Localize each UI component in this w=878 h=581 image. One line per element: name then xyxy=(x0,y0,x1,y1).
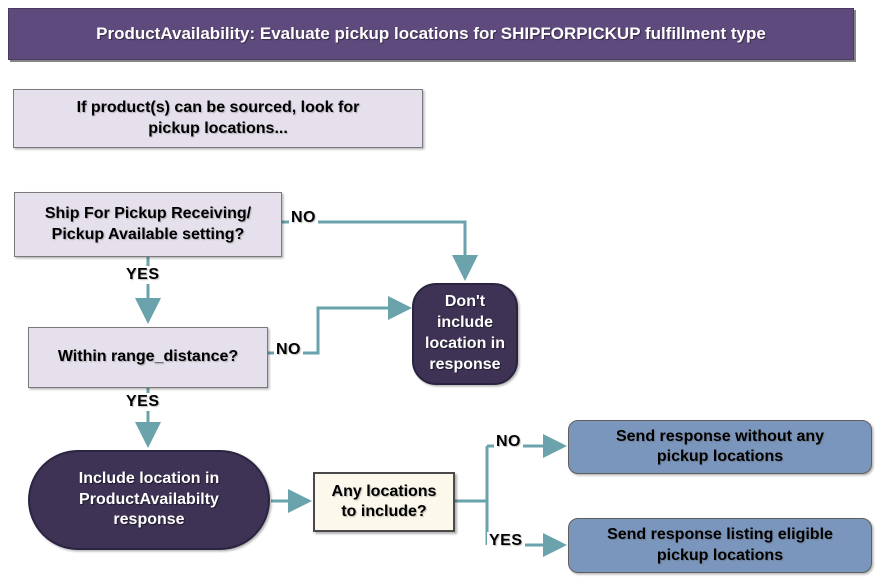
connector-anylocations-stem xyxy=(455,446,489,545)
arrowhead-into-within-range xyxy=(135,298,161,324)
label-any-locations-no: NO xyxy=(494,433,523,451)
node-dont-include-location: Don't include location in response xyxy=(412,283,518,385)
decision-ship-for-pickup-setting: Ship For Pickup Receiving/ Pickup Availa… xyxy=(14,192,282,257)
decision-any-locations: Any locations to include? xyxy=(313,472,455,532)
label-ship-setting-no: NO xyxy=(289,209,318,227)
arrowhead-into-dont-include-left xyxy=(388,296,412,320)
result-no-pickup-locations: Send response without any pickup locatio… xyxy=(568,420,872,474)
node-include-location: Include location in ProductAvailabilty r… xyxy=(28,450,270,550)
arrowhead-into-send-listing xyxy=(543,533,567,557)
label-any-locations-yes: YES xyxy=(487,532,525,550)
arrowhead-into-any-locations xyxy=(288,489,312,513)
label-range-yes: YES xyxy=(124,393,162,411)
connector-ship-setting-no xyxy=(282,220,467,256)
label-range-no: NO xyxy=(274,341,303,359)
arrowhead-into-include-location xyxy=(135,422,161,448)
intro-note: If product(s) can be sourced, look for p… xyxy=(13,89,423,148)
decision-within-range-distance: Within range_distance? xyxy=(28,327,268,388)
label-ship-setting-yes: YES xyxy=(124,266,162,284)
title-banner: ProductAvailability: Evaluate pickup loc… xyxy=(8,8,854,60)
result-eligible-pickup-locations: Send response listing eligible pickup lo… xyxy=(568,518,872,573)
arrowhead-into-send-without xyxy=(543,434,567,458)
arrowhead-into-dont-include-top xyxy=(452,255,478,281)
